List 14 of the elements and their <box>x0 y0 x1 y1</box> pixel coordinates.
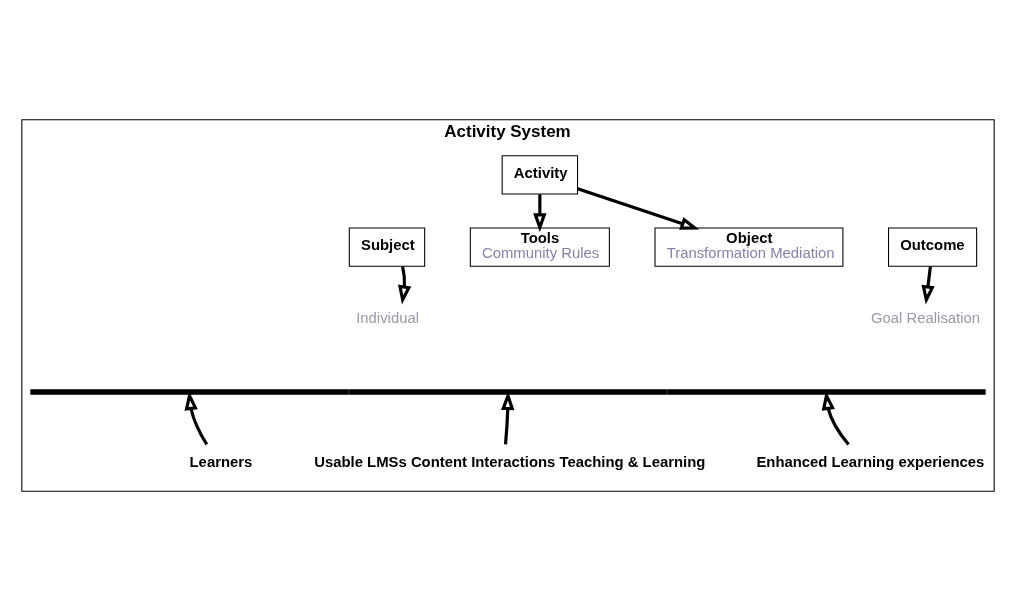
arrow <box>921 265 935 304</box>
node-text: Usable LMSs Content Interactions Teaching & Learning <box>314 453 706 470</box>
node-text: Individual <box>356 309 419 326</box>
node-text: Learners <box>189 453 253 470</box>
arrow <box>577 186 700 230</box>
node-box: Activity <box>501 154 579 195</box>
arrow <box>533 193 547 232</box>
arrow <box>397 265 412 304</box>
node-text: Enhanced Learning experiences <box>756 453 985 470</box>
node-box: Tools Community Rules <box>469 227 610 267</box>
node-box: Object Transformation Mediation <box>654 227 844 267</box>
node-box: Subject <box>348 227 426 267</box>
node-box: Outcome <box>888 227 978 267</box>
node-text: Goal Realisation <box>871 309 981 326</box>
